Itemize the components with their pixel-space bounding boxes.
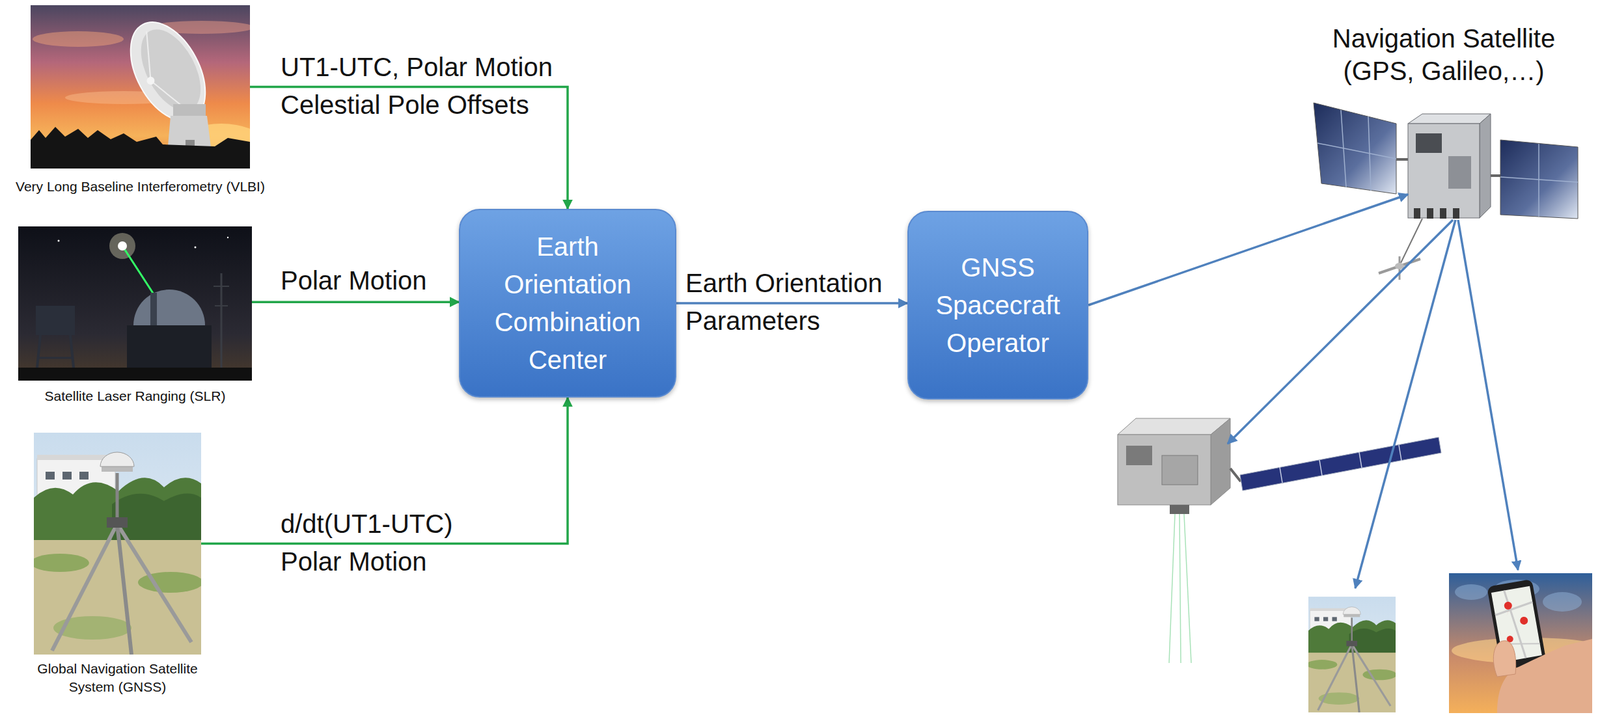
photo-frame <box>18 226 252 381</box>
mast-bar <box>213 285 230 288</box>
photo-node: Satellite Laser Ranging (SLR) <box>18 226 252 405</box>
mast <box>220 273 223 381</box>
edge-label: UT1-UTC, Polar Motion Celestial Pole Off… <box>280 48 587 124</box>
satellite-frame <box>1407 123 1480 219</box>
instrument <box>1161 455 1198 485</box>
panel-boom <box>1396 158 1408 161</box>
edge-label: d/dt(UT1-UTC) Polar Motion <box>280 505 476 581</box>
star <box>57 240 60 243</box>
map-pin <box>1503 601 1515 618</box>
vlbi-photo <box>30 5 250 169</box>
ground <box>18 367 252 381</box>
panel-seam <box>1279 467 1283 483</box>
panel-boom <box>1490 174 1501 178</box>
photo-frame <box>33 432 202 655</box>
photo-caption: Very Long Baseline Interferometry (VLBI) <box>15 179 265 195</box>
panel-seam <box>1500 177 1578 183</box>
subreflector <box>145 75 156 86</box>
star <box>227 236 229 239</box>
dome-slit <box>150 292 157 326</box>
sky <box>18 226 252 381</box>
solar-panel <box>1313 102 1397 194</box>
glow <box>109 233 136 260</box>
instrument <box>1126 445 1153 466</box>
antenna-element <box>1413 208 1421 219</box>
panel-seam <box>1317 143 1397 159</box>
laser-beam <box>123 248 154 295</box>
dish-reflector <box>115 9 221 134</box>
slr-photo <box>18 226 252 381</box>
photo-frame <box>30 5 250 169</box>
photo-caption: Global Navigation Satellite System (GNSS… <box>33 660 202 697</box>
continent <box>1542 592 1582 612</box>
tree-line <box>30 126 250 169</box>
solar-panel <box>1240 437 1442 491</box>
process-box: GNSS Spacecraft Operator <box>907 210 1089 400</box>
map-road <box>1493 602 1534 616</box>
star <box>194 246 197 249</box>
feed-strut <box>129 31 168 81</box>
connector <box>1088 194 1408 306</box>
tower-brace <box>37 357 73 360</box>
signal-lines <box>1227 220 1518 589</box>
signal-line <box>1227 220 1453 444</box>
panel-seam <box>1398 445 1402 461</box>
bus-side <box>1479 113 1491 219</box>
mast-bar <box>214 305 228 307</box>
box-text: Earth Orientation Combination Center <box>486 227 649 379</box>
water-tank <box>35 305 75 336</box>
edge-label: Earth Orientation Parameters <box>685 264 901 340</box>
photo-node: Very Long Baseline Interferometry (VLBI) <box>30 5 250 195</box>
thumb <box>1493 641 1516 677</box>
sensor <box>1169 505 1190 515</box>
satellite-heading: Navigation Satellite (GPS, Galileo,…) <box>1326 22 1561 88</box>
dish <box>115 9 221 134</box>
phone-photo <box>1448 573 1593 714</box>
antenna-element <box>1426 208 1434 219</box>
map-pin <box>1519 616 1530 633</box>
bus-detail <box>1415 133 1442 153</box>
receiver-photo <box>1306 596 1397 713</box>
panel-seam <box>1538 143 1540 217</box>
satellite-node: Navigation Satellite (GPS, Galileo,…) <box>1307 22 1581 219</box>
antenna-element <box>1439 208 1447 219</box>
panel-boom <box>1230 468 1241 482</box>
dish-inner <box>128 19 213 121</box>
bus-top <box>1407 113 1491 124</box>
sensor-beam <box>1179 514 1181 664</box>
bus-front <box>1407 123 1480 219</box>
signal-line <box>1355 220 1456 589</box>
edge-label: Polar Motion <box>280 261 476 300</box>
bright-spot <box>117 241 127 251</box>
sensor-beam <box>1184 514 1192 664</box>
photo-caption: Satellite Laser Ranging (SLR) <box>44 388 226 405</box>
gnss-photo <box>30 432 204 655</box>
antenna-element <box>1452 208 1460 219</box>
photo-node: Global Navigation Satellite System (GNSS… <box>33 432 202 697</box>
cloud <box>32 31 124 47</box>
bus-detail <box>1448 156 1472 189</box>
bus-front <box>1117 434 1211 506</box>
connector <box>251 300 459 304</box>
process-box: Earth Orientation Combination Center <box>458 208 677 398</box>
bus-side <box>1210 418 1231 506</box>
dome <box>133 289 206 326</box>
sensor-beam <box>1169 514 1175 664</box>
continent <box>1454 584 1488 601</box>
boom <box>1400 218 1423 263</box>
panel-seam <box>1319 460 1323 476</box>
panel-seam <box>1359 452 1362 469</box>
solar-panel <box>1500 139 1578 219</box>
box-text: GNSS Spacecraft Operator <box>923 248 1073 362</box>
signal-line <box>1458 220 1518 571</box>
connector <box>676 302 908 305</box>
